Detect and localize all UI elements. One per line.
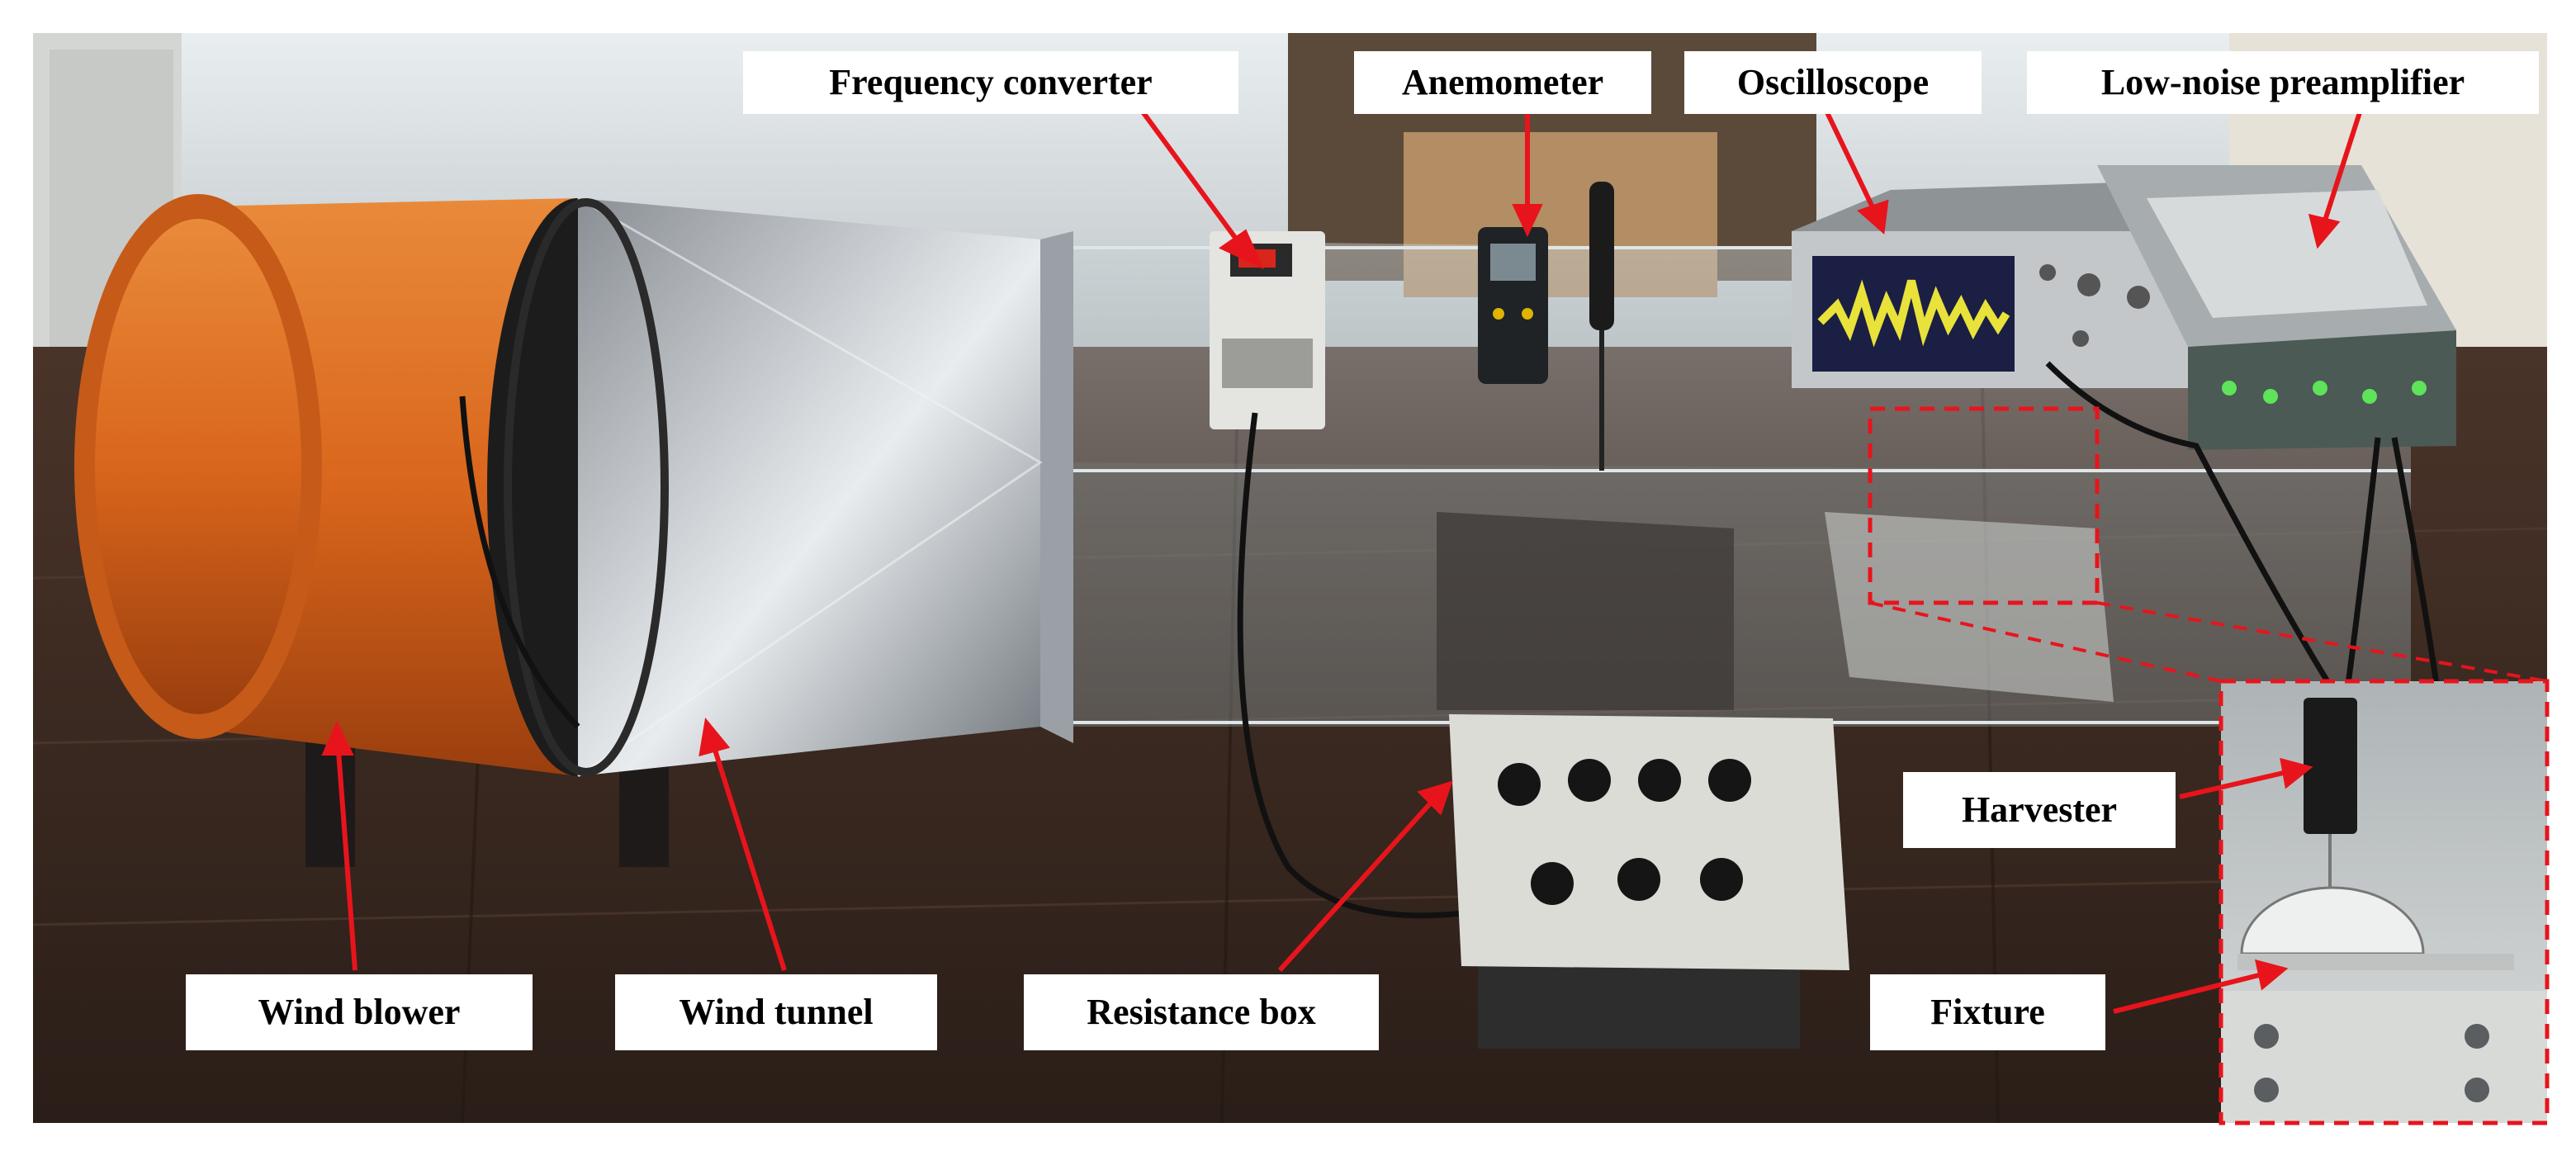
- annotation-arrows: [321, 106, 2364, 1014]
- arrow-oscilloscope: [1822, 106, 1877, 212]
- arrow-wind-tunnel: [712, 746, 787, 971]
- fixture-highlight: [1825, 406, 2548, 702]
- label-harvester: Harvester: [1903, 772, 2176, 848]
- label-frequency-converter: Frequency converter: [743, 51, 1238, 114]
- wind-tunnel: [504, 197, 1073, 778]
- arrow-frequency-converter: [1137, 106, 1245, 249]
- label-anemometer: Anemometer: [1354, 51, 1651, 114]
- arrow-fixture: [2113, 972, 2263, 1014]
- arrow-preamplifier: [2322, 107, 2364, 224]
- label-wind-tunnel: Wind tunnel: [615, 974, 937, 1050]
- oscilloscope-device: [1792, 182, 2188, 388]
- arrow-resistance-box: [1277, 798, 1435, 973]
- resistance-box-device: [1449, 714, 1849, 1049]
- low-noise-preamplifier-device: [2097, 165, 2456, 450]
- arrow-harvester: [2179, 770, 2288, 799]
- label-resistance-box: Resistance box: [1024, 974, 1379, 1050]
- label-oscilloscope: Oscilloscope: [1684, 51, 1982, 114]
- harvester-inset-photo: [2218, 679, 2550, 1125]
- label-wind-blower: Wind blower: [186, 974, 533, 1050]
- label-fixture: Fixture: [1870, 974, 2105, 1050]
- arrow-wind-blower: [336, 751, 358, 971]
- anemometer-device: [1478, 182, 1614, 471]
- frequency-converter-device: [1210, 231, 1325, 429]
- label-low-noise-preamplifier: Low-noise preamplifier: [2027, 51, 2539, 114]
